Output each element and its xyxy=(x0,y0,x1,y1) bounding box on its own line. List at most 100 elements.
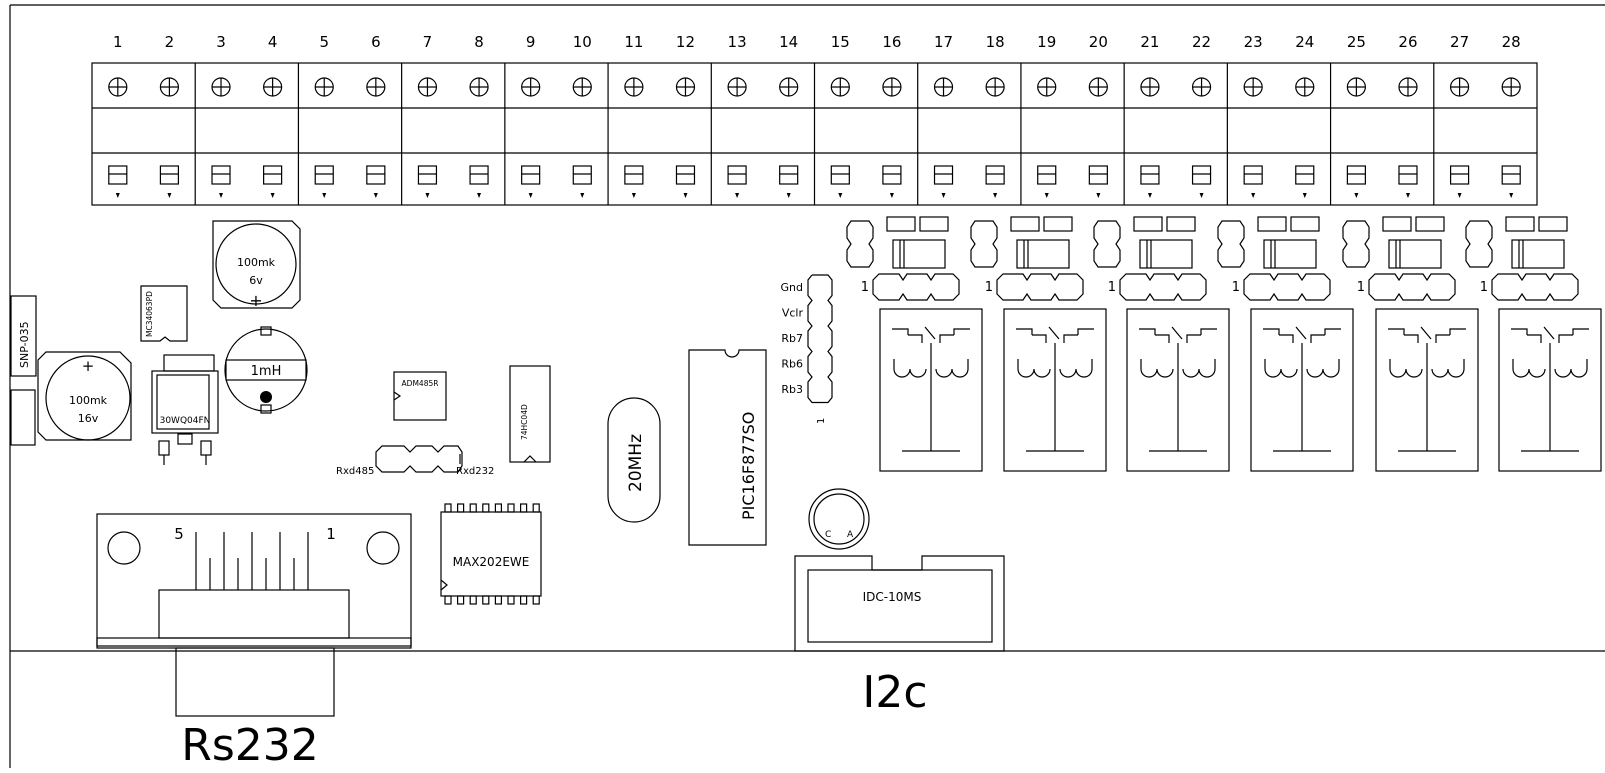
relay-header-pin1: 1 xyxy=(1232,280,1240,295)
terminal-pin-number: 10 xyxy=(573,33,592,51)
terminal-pin-number: 24 xyxy=(1295,33,1314,51)
relay-diode-body xyxy=(1263,239,1317,269)
relay-contact xyxy=(1016,328,1033,335)
terminal-pin-number: 22 xyxy=(1192,33,1211,51)
relay-pad xyxy=(1257,216,1287,232)
crystal-label: 20MHz xyxy=(626,434,646,492)
terminal-arrow xyxy=(580,193,585,198)
relay-coil xyxy=(1512,359,1546,378)
cap-small-voltage: 6v xyxy=(249,274,263,287)
terminal-arrow xyxy=(786,193,791,198)
cap-big-value: 100mk xyxy=(69,394,108,407)
relay-pad xyxy=(1133,216,1163,232)
terminal-arrow xyxy=(115,193,120,198)
relay-body xyxy=(1250,308,1354,472)
max-pin xyxy=(482,503,490,513)
terminal-wire-clamp xyxy=(727,165,747,185)
relay-contact xyxy=(1077,328,1094,335)
terminal-pin-number: 17 xyxy=(934,33,953,51)
terminal-pin-number: 13 xyxy=(728,33,747,51)
relay-pad xyxy=(1166,216,1196,232)
terminal-arrow xyxy=(167,193,172,198)
cap-big-voltage: 16v xyxy=(78,412,99,425)
relay-switch-arm xyxy=(924,326,936,340)
max-pin xyxy=(444,503,452,513)
terminal-pin-number: 19 xyxy=(1037,33,1056,51)
snp-connector: SNP-035 xyxy=(10,295,37,446)
terminal-wire-clamp xyxy=(521,165,541,185)
relay-diode-body xyxy=(1511,239,1565,269)
relay-pad xyxy=(1382,216,1412,232)
db9-pin5-label: 5 xyxy=(174,525,184,543)
rxd485-label: Rxd485 xyxy=(336,466,374,477)
terminal-wire-clamp xyxy=(675,165,696,185)
terminal-wire-clamp xyxy=(159,165,180,185)
max202ewe-chip: MAX202EWE xyxy=(440,503,542,605)
relay-contact xyxy=(1511,328,1528,335)
relay-pad xyxy=(1010,216,1040,232)
icsp-pin-label: Rb7 xyxy=(781,332,803,345)
74hc04d-chip: 74HC04D xyxy=(509,365,551,463)
terminal-arrow xyxy=(528,193,533,198)
hc-label: 74HC04D xyxy=(520,404,529,440)
relay-body xyxy=(1003,308,1107,472)
relay-pad xyxy=(1290,216,1320,232)
relay-diode-body xyxy=(1016,239,1070,269)
relay-contact xyxy=(1186,334,1201,343)
terminal-pin-number: 9 xyxy=(526,33,536,51)
terminal-pin-number: 3 xyxy=(216,33,226,51)
terminal-pin-number: 16 xyxy=(882,33,901,51)
relay-pad xyxy=(919,216,949,232)
db9-connector: 5 1 xyxy=(96,513,412,717)
terminal-pin-number: 8 xyxy=(474,33,484,51)
relay-body xyxy=(1126,308,1230,472)
terminal-wire-clamp xyxy=(933,165,954,185)
db9-pins xyxy=(195,532,309,590)
max-pin xyxy=(532,503,540,513)
terminal-wire-clamp xyxy=(1088,165,1108,185)
relay-contact xyxy=(1388,328,1405,335)
mc34063-chip: MC34063PD xyxy=(140,285,188,342)
terminal-wire-clamp xyxy=(469,165,489,185)
icsp-pin-label: Rb6 xyxy=(781,358,803,371)
max-label: MAX202EWE xyxy=(453,555,530,569)
rxd232-label: Rxd232 xyxy=(456,466,494,477)
terminal-pin-number: 20 xyxy=(1089,33,1108,51)
terminal-wire-clamp xyxy=(1243,165,1263,185)
terminal-pin-number: 6 xyxy=(371,33,381,51)
relay-pad xyxy=(1415,216,1445,232)
terminal-arrow xyxy=(425,193,430,198)
terminal-wire-clamp xyxy=(1501,165,1521,185)
max-pin xyxy=(507,595,515,605)
terminal-arrow xyxy=(1405,193,1410,198)
relay-body xyxy=(1498,308,1602,472)
icsp-pin-label: Vclr xyxy=(782,307,804,320)
terminal-arrow xyxy=(1044,193,1049,198)
relay-jumper xyxy=(970,220,998,268)
max-pin xyxy=(494,503,502,513)
relay-contact xyxy=(908,334,923,343)
relay-coil xyxy=(1059,359,1093,378)
max-pin xyxy=(494,595,502,605)
terminal-wire-clamp xyxy=(1295,165,1315,185)
mcu-label: PIC16F877SO xyxy=(739,412,758,520)
relay-contact xyxy=(1032,334,1047,343)
relay-header xyxy=(1243,273,1331,301)
terminal-arrow xyxy=(889,193,894,198)
relay-coil xyxy=(1389,359,1423,378)
relay-contact xyxy=(1279,334,1294,343)
terminal-arrow xyxy=(270,193,275,198)
terminal-wire-clamp xyxy=(985,165,1005,185)
diode-30wq04fn: 30WQ04FN xyxy=(151,354,219,465)
relay-contact xyxy=(1449,328,1466,335)
relay-body xyxy=(1375,308,1479,472)
led-a-label: A xyxy=(847,530,854,540)
relay-coil xyxy=(1140,359,1174,378)
idc-10ms-connector: IDC-10MS xyxy=(794,555,1005,652)
terminal-arrow xyxy=(373,193,378,198)
terminal-wire-clamp xyxy=(624,165,644,185)
capacitor-100mk-16v: + 100mk 16v xyxy=(37,351,132,441)
relay-switch-arm xyxy=(1048,326,1060,340)
